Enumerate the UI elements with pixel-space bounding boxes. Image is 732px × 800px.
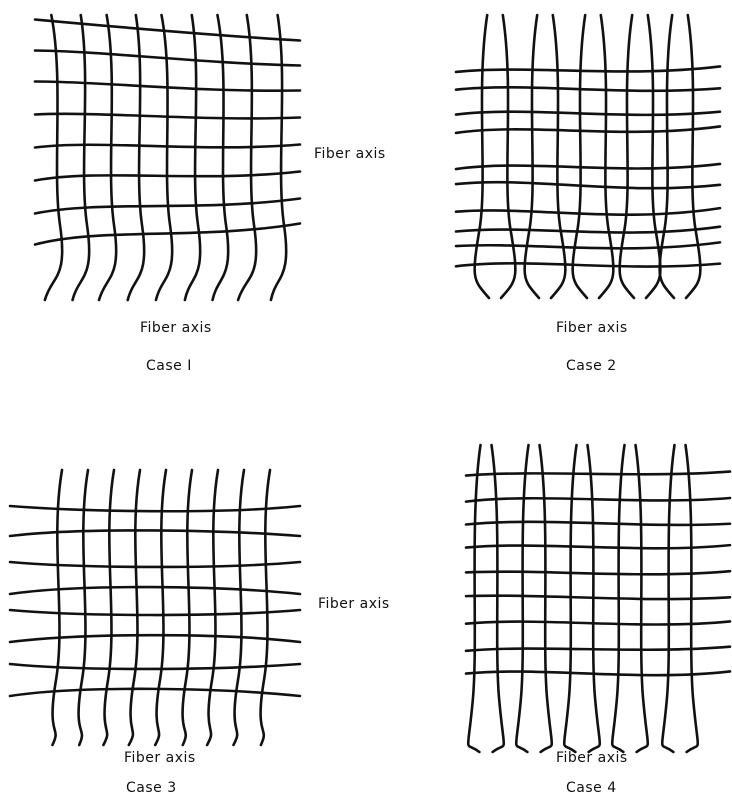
case2-vertical-strand xyxy=(620,15,634,298)
case2-vertical-strand xyxy=(551,15,565,298)
case2-vertical-strand xyxy=(501,15,515,298)
case2-vertical-strand xyxy=(573,15,587,298)
case2-vertical-strand xyxy=(660,15,674,298)
case1-caption: Case I xyxy=(146,358,192,374)
case2-vertical-strand xyxy=(686,15,700,298)
case2-horizontal-strand xyxy=(456,208,720,215)
case2-mesh xyxy=(456,15,720,298)
case2-vertical-strand xyxy=(475,15,489,298)
case2-horizontal-strand xyxy=(456,66,720,71)
case1-mesh xyxy=(35,15,300,300)
case2-horizontal-strand xyxy=(456,164,720,169)
case2-horizontal-strand xyxy=(456,126,720,133)
case1-vertical-strand xyxy=(213,15,229,300)
case4-vertical-strand xyxy=(468,445,480,752)
case2-horizontal-strand xyxy=(456,227,720,233)
case1-vertical-strand xyxy=(128,15,144,300)
case2-horizontal-strand xyxy=(456,242,720,248)
case2-horizontal-strand xyxy=(456,112,720,115)
case3-horizontal-strand xyxy=(10,587,300,594)
case3-horizontal-strand xyxy=(10,562,300,567)
case3-horizontal-strand xyxy=(10,664,300,669)
case3-horizontal-strand xyxy=(10,635,300,642)
case1-bottom-label: Fiber axis xyxy=(140,320,212,336)
case1-vertical-strand xyxy=(73,15,90,300)
case2-horizontal-strand xyxy=(456,263,720,266)
case4-vertical-strand xyxy=(516,445,528,752)
case4-horizontal-strand xyxy=(466,671,730,675)
case3-horizontal-strand xyxy=(10,506,300,511)
case3-bottom-label: Fiber axis xyxy=(124,750,196,766)
case2-vertical-strand xyxy=(646,15,660,298)
case3-mesh xyxy=(10,470,300,745)
case3-horizontal-strand xyxy=(10,610,300,615)
case1-side-label: Fiber axis xyxy=(314,146,386,162)
case1-vertical-strand xyxy=(99,15,116,300)
case4-vertical-strand xyxy=(492,445,504,752)
case1-horizontal-strand xyxy=(35,224,300,245)
case4-caption: Case 4 xyxy=(566,780,617,796)
case2-vertical-strand xyxy=(525,15,539,298)
case2-horizontal-strand xyxy=(456,87,720,90)
case4-bottom-label: Fiber axis xyxy=(556,750,628,766)
case1-vertical-strand xyxy=(185,15,200,300)
case3-vertical-strand xyxy=(52,470,62,745)
case2-horizontal-strand xyxy=(456,182,720,188)
case1-vertical-strand xyxy=(271,15,286,300)
case2-vertical-strand xyxy=(599,15,613,298)
case3-horizontal-strand xyxy=(10,530,300,536)
case2-caption: Case 2 xyxy=(566,358,617,374)
case3-caption: Case 3 xyxy=(126,780,177,796)
case3-side-label: Fiber axis xyxy=(318,596,390,612)
case1-vertical-strand xyxy=(238,15,256,300)
case2-bottom-label: Fiber axis xyxy=(556,320,628,336)
case1-vertical-strand xyxy=(45,15,62,300)
case3-vertical-strand xyxy=(261,470,270,745)
case4-mesh xyxy=(466,445,730,752)
case4-horizontal-strand xyxy=(466,472,730,476)
case1-horizontal-strand xyxy=(35,20,300,41)
case4-vertical-strand xyxy=(540,445,552,752)
